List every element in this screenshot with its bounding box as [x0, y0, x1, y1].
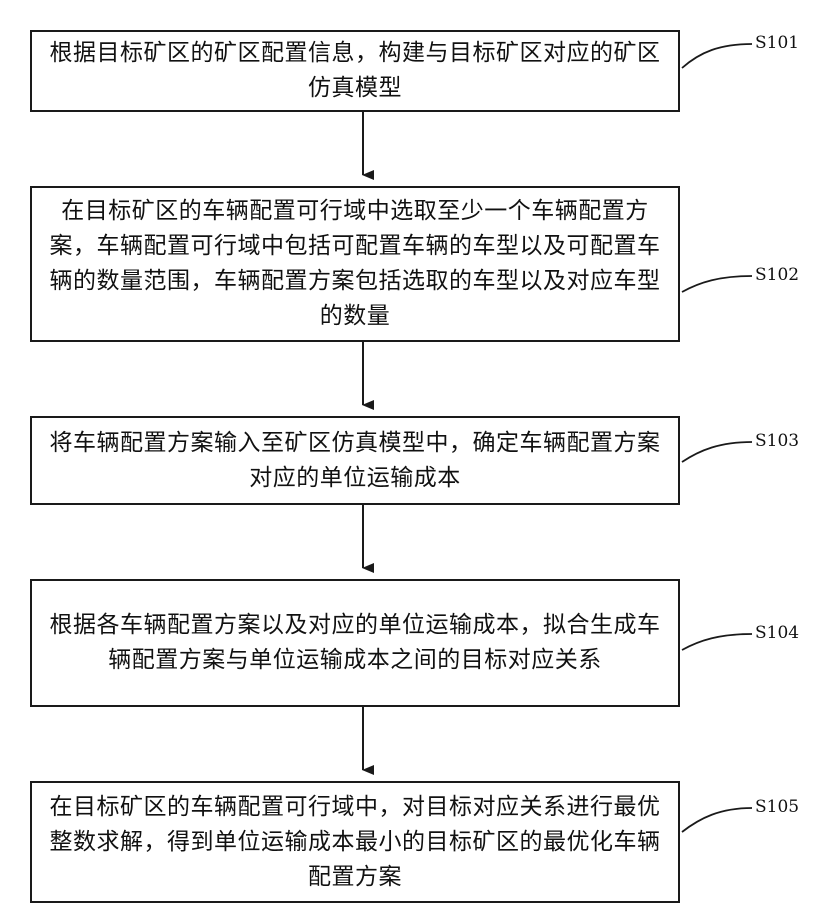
step-text-s105: 在目标矿区的车辆配置可行域中，对目标对应关系进行最优整数求解，得到单位运输成本最…	[44, 790, 666, 895]
step-label-s104: S104	[755, 623, 799, 643]
step-box-s104: 根据各车辆配置方案以及对应的单位运输成本，拟合生成车辆配置方案与单位运输成本之间…	[30, 579, 680, 707]
step-text-s104: 根据各车辆配置方案以及对应的单位运输成本，拟合生成车辆配置方案与单位运输成本之间…	[44, 608, 666, 678]
step-box-s102: 在目标矿区的车辆配置可行域中选取至少一个车辆配置方案，车辆配置可行域中包括可配置…	[30, 186, 680, 342]
step-label-s102: S102	[755, 265, 799, 285]
step-text-s102: 在目标矿区的车辆配置可行域中选取至少一个车辆配置方案，车辆配置可行域中包括可配置…	[44, 194, 666, 334]
leader-s105	[682, 808, 752, 832]
step-box-s105: 在目标矿区的车辆配置可行域中，对目标对应关系进行最优整数求解，得到单位运输成本最…	[30, 781, 680, 903]
leader-s104	[682, 634, 752, 650]
step-label-s103: S103	[755, 431, 799, 451]
step-label-s105: S105	[755, 797, 799, 817]
step-text-s103: 将车辆配置方案输入至矿区仿真模型中，确定车辆配置方案对应的单位运输成本	[44, 426, 666, 496]
step-label-s101: S101	[755, 33, 799, 53]
step-box-s101: 根据目标矿区的矿区配置信息，构建与目标矿区对应的矿区仿真模型	[30, 30, 680, 112]
leader-s102	[682, 276, 752, 292]
step-box-s103: 将车辆配置方案输入至矿区仿真模型中，确定车辆配置方案对应的单位运输成本	[30, 416, 680, 505]
leader-s101	[682, 44, 752, 68]
step-text-s101: 根据目标矿区的矿区配置信息，构建与目标矿区对应的矿区仿真模型	[44, 36, 666, 106]
leader-s103	[682, 442, 752, 462]
